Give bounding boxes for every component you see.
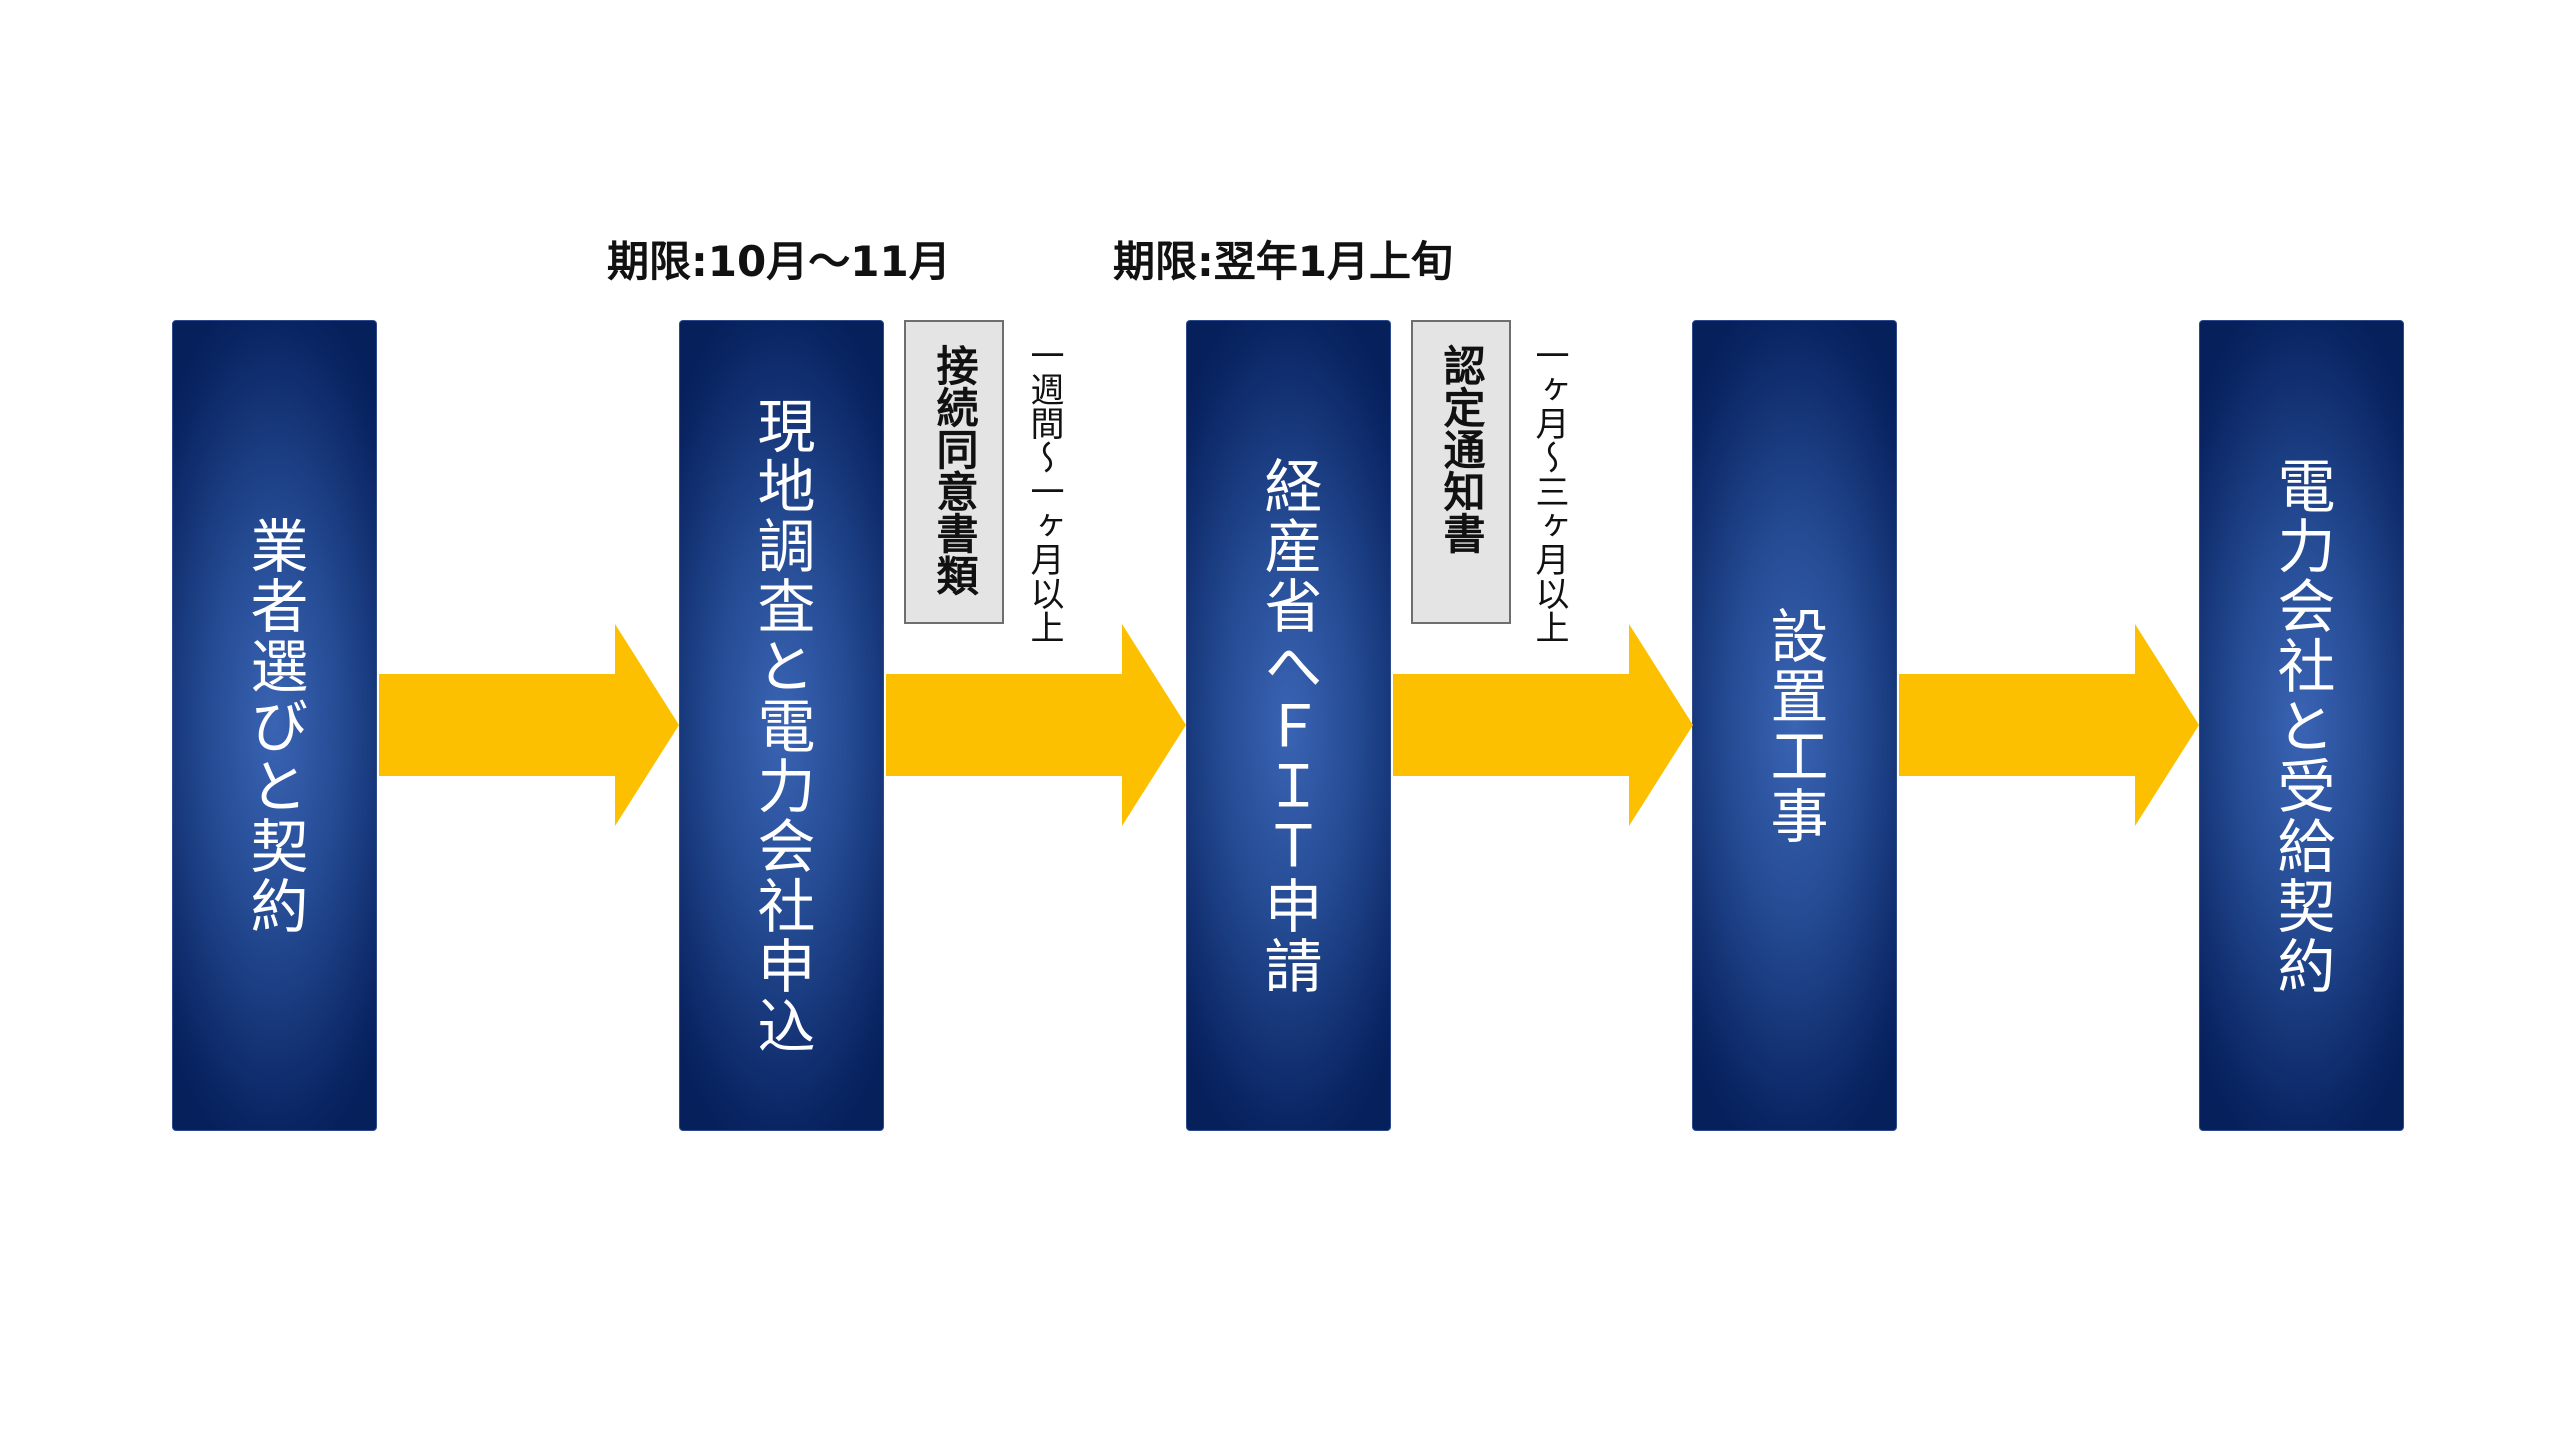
document-label: 認定通知書 <box>1437 344 1486 554</box>
step-label: 経産省へＦＩＴ申請 <box>1254 455 1323 996</box>
step-fit-application: 経産省へＦＩＴ申請 <box>1186 320 1391 1131</box>
step-label: 設置工事 <box>1760 605 1829 846</box>
step-label: 業者選びと契約 <box>240 515 309 936</box>
arrow-right-icon <box>379 624 679 826</box>
step-installation: 設置工事 <box>1692 320 1897 1131</box>
duration-label-2: 一ヶ月～三ヶ月以上 <box>1529 338 1569 644</box>
document-note-certification: 認定通知書 <box>1411 320 1511 624</box>
arrow-right-icon <box>1393 624 1693 826</box>
deadline-label-1: 期限:10月～11月 <box>607 237 951 286</box>
step-label: 電力会社と受給契約 <box>2267 455 2336 996</box>
arrow-right-icon <box>1899 624 2199 826</box>
document-note-consent: 接続同意書類 <box>904 320 1004 624</box>
document-label: 接続同意書類 <box>930 344 979 596</box>
duration-label-1: 一週間～一ヶ月以上 <box>1024 338 1064 644</box>
deadline-label-2: 期限:翌年1月上旬 <box>1113 237 1454 286</box>
step-vendor-selection: 業者選びと契約 <box>172 320 377 1131</box>
arrow-right-icon <box>886 624 1186 826</box>
step-label: 現地調査と電力会社申込 <box>747 395 816 1056</box>
step-power-contract: 電力会社と受給契約 <box>2199 320 2404 1131</box>
step-site-survey: 現地調査と電力会社申込 <box>679 320 884 1131</box>
